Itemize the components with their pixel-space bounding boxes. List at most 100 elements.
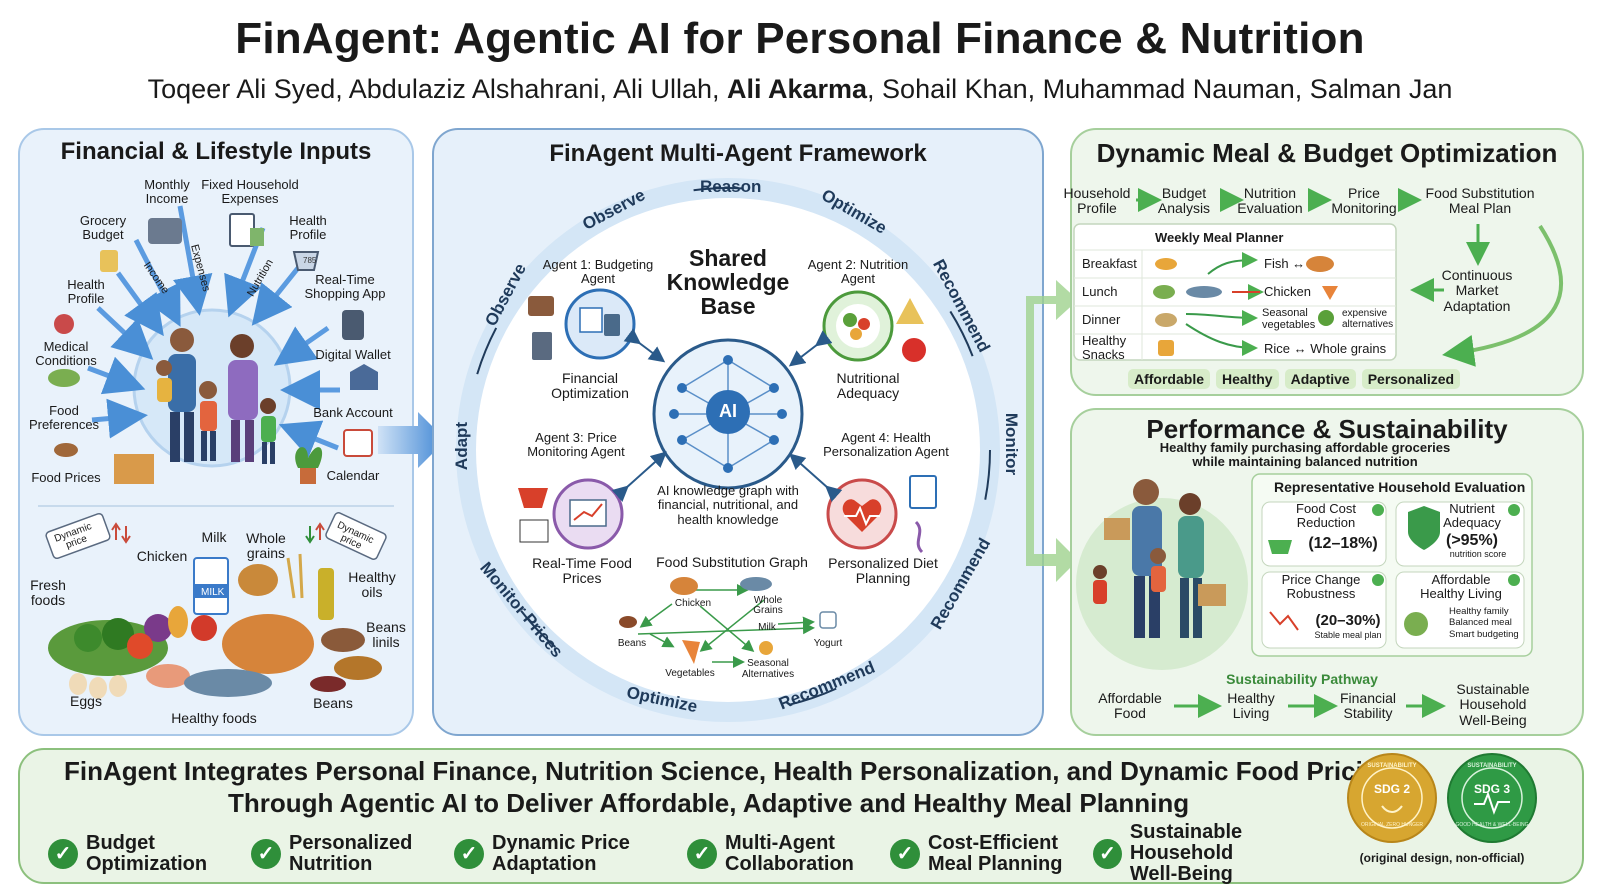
check-icon: ✓ <box>1093 838 1122 869</box>
agent2-label: Nutritional Adequacy <box>836 370 900 402</box>
flow-arrow-inputs-to-framework <box>378 412 446 468</box>
card-price-change <box>1261 571 1387 649</box>
calculator-icon <box>250 228 264 246</box>
swap-dinner-alt: expensive alternatives <box>1342 308 1394 330</box>
cart-icon <box>292 251 320 271</box>
agent1-title: Agent 1: Budgeting Agent <box>542 257 654 287</box>
medical-clipboard-icon <box>909 475 937 509</box>
label-digital-wallet: Digital Wallet <box>315 347 391 362</box>
cycle-arrows <box>465 187 991 713</box>
agent3-label: Real-Time Food Prices <box>532 555 632 587</box>
price-chart-icon <box>1269 611 1299 631</box>
sdg-note: (original design, non-official) <box>1359 851 1525 865</box>
graph-node-seasonal-alternatives: Seasonal Alternatives <box>741 658 795 680</box>
nutrient-title: Nutrient Adequacy <box>1443 501 1501 531</box>
dna-icon <box>914 520 924 554</box>
chip-affordable: Affordable <box>1128 369 1210 389</box>
continuous-adaptation-label: Continuous Market Adaptation <box>1441 267 1513 314</box>
optimization-chips: Affordable Healthy Adaptive Personalized <box>1128 369 1461 389</box>
sdg2-ring-bottom: ORIGINAL ZERO HUNGER <box>1360 822 1424 828</box>
evaluation-title: Representative Household Evaluation <box>1274 479 1526 495</box>
pathway-healthy-living: Healthy Living <box>1227 690 1275 722</box>
pot-icon <box>300 468 316 484</box>
inputs-illustration: 785 MILK <box>38 205 394 699</box>
substitution-edges <box>637 584 815 668</box>
framework-panel-title: FinAgent Multi-Agent Framework <box>549 140 927 167</box>
price-change-note: Stable meal plan <box>1314 630 1382 640</box>
flow-step-price-monitoring: Price Monitoring <box>1331 185 1397 217</box>
label-monthly-income: Monthly Income <box>144 177 190 207</box>
food-label-chicken: Chicken <box>136 548 188 564</box>
food-illustration: MILK <box>48 553 382 699</box>
graph-node-chicken: Chicken <box>674 598 712 609</box>
price-change-value: (20–30%) <box>1315 612 1381 629</box>
label-food-prices: Food Prices <box>31 470 101 485</box>
agent-cycle-diagram <box>456 178 1000 722</box>
swap-dinner: Seasonal vegetables <box>1262 307 1316 331</box>
label-health-profile-left: Health Profile <box>67 277 105 307</box>
graph-node-milk: Milk <box>758 622 776 633</box>
food-label-beans-linils: Beans linils <box>366 619 406 651</box>
swap-snacks: Rice ↔ Whole grains <box>1264 341 1387 356</box>
family-meal-icon <box>1404 612 1428 636</box>
heart-organ-icon <box>54 314 74 334</box>
chip-personalized: Personalized <box>1361 369 1461 389</box>
check-icon: ✓ <box>890 838 920 869</box>
food-label-milk: Milk <box>201 529 227 545</box>
food-label-beans: Beans <box>313 695 353 711</box>
graph-node-vegetables: Vegetables <box>665 668 715 679</box>
performance-panel-title: Performance & Sustainability <box>1146 414 1508 444</box>
optimization-panel-title: Dynamic Meal & Budget Optimization <box>1096 138 1558 168</box>
check-icon: ✓ <box>687 838 717 869</box>
graph-node-beans: Beans <box>617 638 647 649</box>
agent4-title: Agent 4: Health Personalization Agent <box>823 430 949 460</box>
apple-icon <box>902 338 926 362</box>
sdg2-badge <box>1347 753 1437 843</box>
basket-icon <box>518 488 548 508</box>
chip-adaptive: Adaptive <box>1284 369 1356 389</box>
sdg2-label: SDG 2 <box>1373 782 1411 796</box>
sdg2-ring-top: SUSTAINABILITY <box>1367 763 1417 769</box>
pathway-affordable-food: Affordable Food <box>1098 690 1162 722</box>
knowledge-base-caption: AI knowledge graph with financial, nutri… <box>657 483 799 527</box>
sdg-badges <box>1347 753 1537 843</box>
barcode-icon <box>519 519 549 543</box>
knowledge-base-title: Shared Knowledge Base <box>666 245 790 320</box>
food-cost-title: Food Cost Reduction <box>1296 501 1356 531</box>
agent4-label: Personalized Diet Planning <box>828 555 938 587</box>
shield-check-icon <box>1408 506 1440 550</box>
swap-lunch: Chicken <box>1264 284 1311 299</box>
agent2-title: Agent 2: Nutrition Agent <box>807 257 909 287</box>
affordable-living-title: Affordable Healthy Living <box>1420 572 1502 602</box>
check-icon: ✓ <box>251 838 281 869</box>
basket-savings-icon <box>1268 540 1292 554</box>
ai-core <box>706 390 750 434</box>
substitution-graph-title: Food Substitution Graph <box>656 554 808 570</box>
calculator-icon-agent1 <box>532 332 552 360</box>
meal-row-lunch: Lunch <box>1082 284 1118 299</box>
svg-text:MILK: MILK <box>201 587 225 598</box>
wallet-icon <box>148 218 182 244</box>
summary-line-2: Through Agentic AI to Deliver Affordable… <box>228 788 1190 818</box>
food-label-whole-grains: Whole grains <box>246 530 286 562</box>
meal-row-breakfast: Breakfast <box>1082 256 1137 271</box>
wallet-icon-agent1 <box>528 296 554 316</box>
card-affordable-living <box>1395 571 1525 649</box>
flow-step-meal-plan: Food Substitution Meal Plan <box>1425 185 1535 217</box>
food-label-healthy-foods: Healthy foods <box>171 710 257 726</box>
dynamic-price-tags <box>45 512 387 560</box>
summary-line-1: FinAgent Integrates Personal Finance, Nu… <box>64 756 1395 786</box>
nutrient-note: nutrition score <box>1449 549 1507 559</box>
pathway-financial-stability: Financial Stability <box>1339 690 1397 722</box>
meal-planner-title: Weekly Meal Planner <box>1155 230 1284 245</box>
inputs-panel-title: Financial & Lifestyle Inputs <box>60 138 372 165</box>
flow-step-nutrition-evaluation: Nutrition Evaluation <box>1237 185 1303 217</box>
author-list: Toqeer Ali Syed, Abdulaziz Alshahrani, A… <box>147 74 1453 104</box>
agent1-label: Financial Optimization <box>551 370 629 402</box>
